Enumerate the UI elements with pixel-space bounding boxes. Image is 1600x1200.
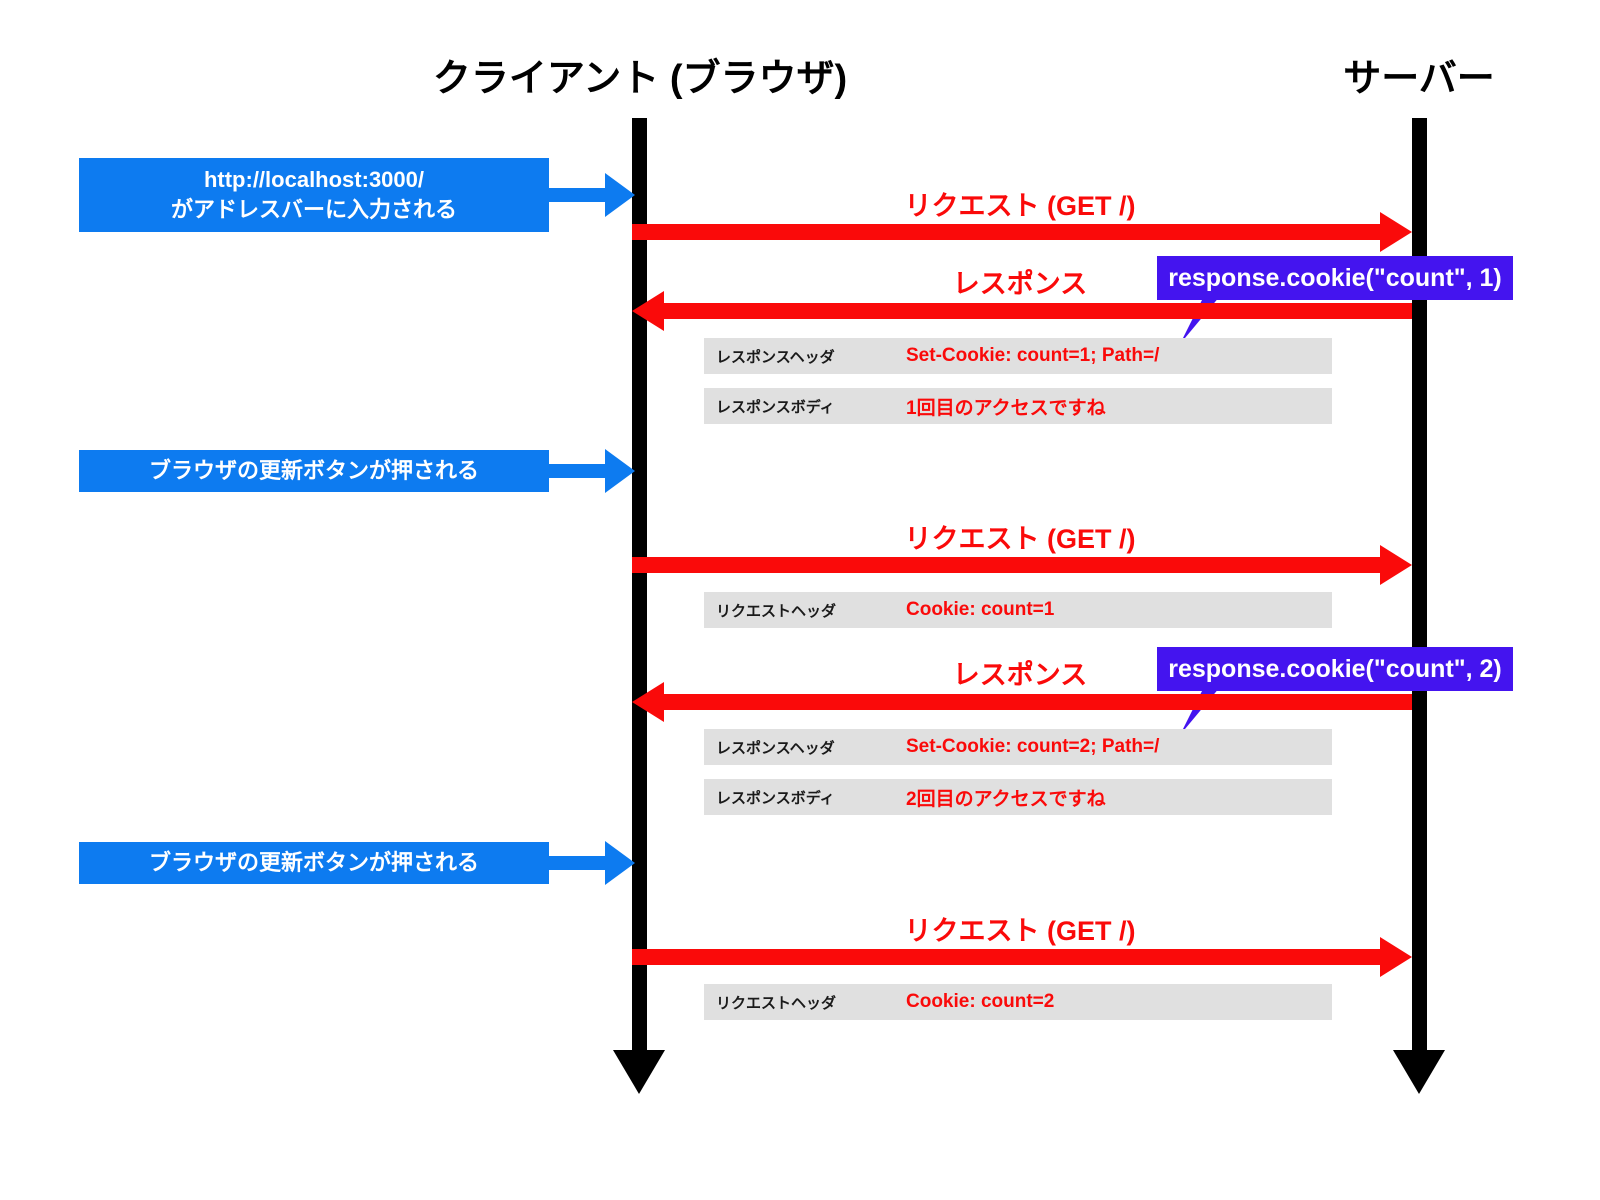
note-connector-arrow-icon-1 (605, 173, 635, 217)
message-shaft-response-1 (664, 303, 1412, 319)
lifeline-client-arrow-icon (613, 1050, 665, 1094)
detail-row: レスポンスヘッダ Set-Cookie: count=1; Path=/ (704, 338, 1332, 374)
note-connector-arrow-icon-2 (605, 449, 635, 493)
note-connector-shaft-3 (549, 856, 615, 870)
message-label-request-2: リクエスト (GET /) (904, 524, 1136, 554)
lifeline-server-arrow-icon (1393, 1050, 1445, 1094)
note-connector-shaft-2 (549, 464, 615, 478)
note-connector-shaft-1 (549, 188, 615, 202)
participant-label-client: クライアント (ブラウザ) (432, 58, 848, 100)
detail-row: レスポンスボディ 1回目のアクセスですね (704, 388, 1332, 424)
participant-label-server: サーバー (1343, 58, 1495, 100)
detail-value: Set-Cookie: count=2; Path=/ (906, 736, 1160, 757)
detail-value: Cookie: count=2 (906, 991, 1055, 1012)
note-line-1: http://localhost:3000/ (203, 167, 425, 193)
note-line-1: ブラウザの更新ボタンが押される (148, 850, 479, 876)
detail-key: リクエストヘッダ (716, 994, 837, 1012)
note-line-1: ブラウザの更新ボタンが押される (148, 458, 479, 484)
detail-value: Set-Cookie: count=1; Path=/ (906, 345, 1160, 366)
detail-row: リクエストヘッダ Cookie: count=2 (704, 984, 1332, 1020)
message-label-response-1: レスポンス (952, 269, 1088, 299)
message-label-response-2: レスポンス (952, 660, 1088, 690)
message-arrow-icon-response-1 (632, 291, 664, 331)
note-url-entered: http://localhost:3000/ がアドレスバーに入力される (79, 158, 549, 232)
message-arrow-icon-request-2 (1380, 545, 1412, 585)
message-shaft-request-1 (632, 224, 1380, 240)
detail-value: 1回目のアクセスですね (906, 397, 1106, 419)
detail-row: レスポンスボディ 2回目のアクセスですね (704, 779, 1332, 815)
detail-row: レスポンスヘッダ Set-Cookie: count=2; Path=/ (704, 729, 1332, 765)
note-reload-pressed-1: ブラウザの更新ボタンが押される (79, 450, 549, 492)
message-label-request-1: リクエスト (GET /) (904, 191, 1136, 221)
detail-value: 2回目のアクセスですね (906, 788, 1106, 810)
detail-value: Cookie: count=1 (906, 599, 1055, 620)
detail-key: リクエストヘッダ (716, 602, 837, 620)
message-arrow-icon-response-2 (632, 682, 664, 722)
note-reload-pressed-2: ブラウザの更新ボタンが押される (79, 842, 549, 884)
detail-key: レスポンスボディ (716, 398, 835, 416)
detail-key: レスポンスボディ (716, 789, 835, 807)
detail-key: レスポンスヘッダ (716, 348, 835, 366)
note-line-2: がアドレスバーに入力される (170, 197, 457, 222)
message-arrow-icon-request-3 (1380, 937, 1412, 977)
lifeline-server (1412, 118, 1427, 1058)
callout-response-cookie-1: response.cookie("count", 1) (1157, 256, 1513, 300)
note-connector-arrow-icon-3 (605, 841, 635, 885)
message-shaft-request-3 (632, 949, 1380, 965)
message-arrow-icon-request-1 (1380, 212, 1412, 252)
detail-row: リクエストヘッダ Cookie: count=1 (704, 592, 1332, 628)
message-label-request-3: リクエスト (GET /) (904, 916, 1136, 946)
lifeline-client (632, 118, 647, 1058)
callout-response-cookie-2: response.cookie("count", 2) (1157, 647, 1513, 691)
message-shaft-response-2 (664, 694, 1412, 710)
message-shaft-request-2 (632, 557, 1380, 573)
detail-key: レスポンスヘッダ (716, 739, 835, 757)
